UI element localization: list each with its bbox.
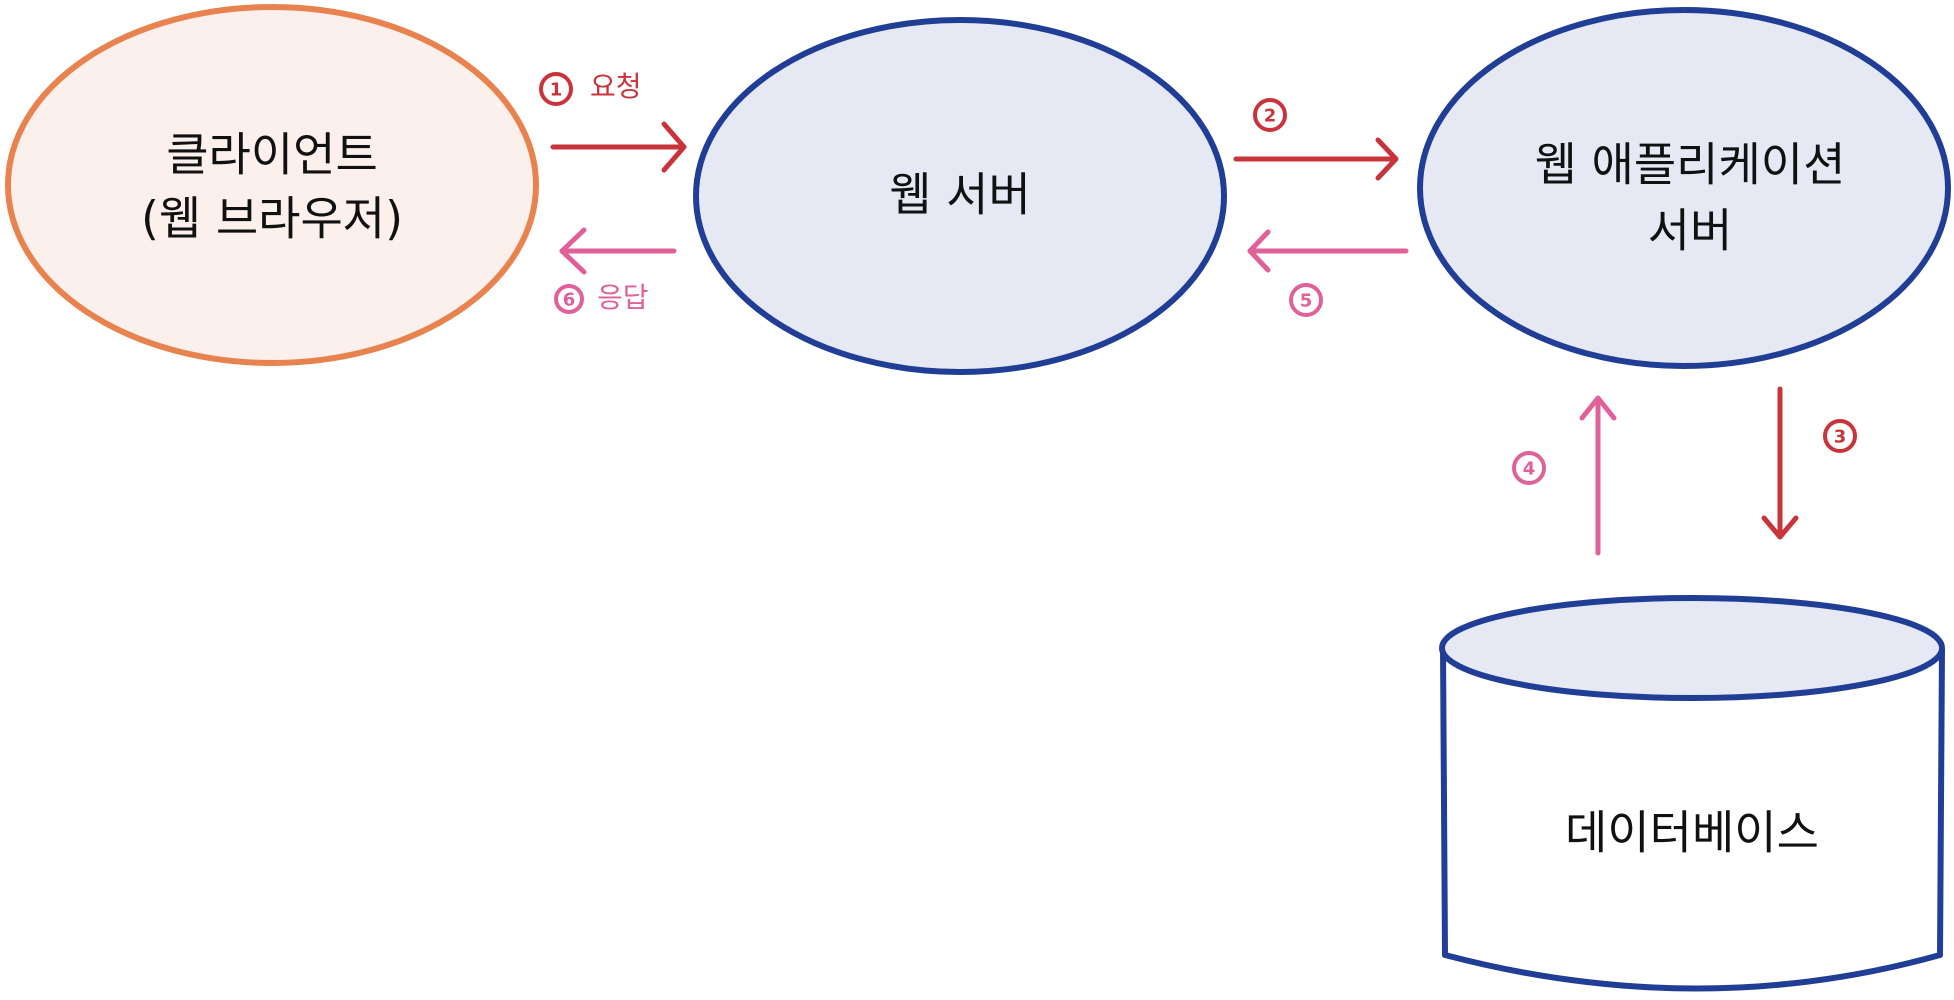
- was-ellipse: [1417, 7, 1951, 369]
- database-title: 데이터베이스: [1565, 806, 1819, 860]
- step-6-circle: [554, 284, 584, 314]
- step-6-number: 6: [563, 290, 576, 311]
- step-5-number: 5: [1300, 291, 1313, 312]
- step-2-request-arrow: [1233, 137, 1399, 181]
- client-subtitle: (웹 브라우저): [141, 192, 403, 246]
- client-node: 클라이언트 (웹 브라우저): [5, 4, 539, 366]
- client-ellipse: [5, 4, 539, 366]
- database-body: [1440, 647, 1945, 992]
- was-subtitle: 서버: [1648, 204, 1733, 258]
- database-node: 데이터베이스: [1439, 595, 1945, 992]
- step-4-marker: 4: [1512, 451, 1546, 485]
- step-6-label: 응답: [597, 281, 649, 314]
- step-1-label: 요청: [590, 70, 642, 103]
- was-node: 웹 애플리케이션 서버: [1417, 7, 1951, 369]
- step-4-circle: [1512, 451, 1546, 485]
- step-1-circle: [539, 72, 573, 106]
- step-5-marker: 5: [1289, 283, 1323, 317]
- step-6-response-arrow: [559, 227, 677, 275]
- step-5-response-arrow: [1247, 229, 1409, 273]
- web-server-title: 웹 서버: [889, 168, 1031, 222]
- step-4-response-arrow: [1579, 395, 1617, 556]
- step-4-number: 4: [1523, 459, 1536, 480]
- step-6-marker: 6 응답: [554, 281, 649, 314]
- client-title: 클라이언트: [166, 128, 378, 182]
- step-3-circle: [1823, 419, 1857, 453]
- step-2-circle: [1253, 98, 1287, 132]
- step-3-marker: 3: [1823, 419, 1857, 453]
- step-2-number: 2: [1264, 106, 1277, 127]
- step-3-request-arrow: [1761, 386, 1799, 540]
- web-server-ellipse: [693, 17, 1227, 375]
- step-1-marker: 1 요청: [539, 70, 642, 106]
- step-5-circle: [1289, 283, 1323, 317]
- step-1-number: 1: [550, 80, 563, 101]
- database-top: [1439, 595, 1945, 701]
- step-3-number: 3: [1834, 427, 1847, 448]
- step-1-request-arrow: [550, 121, 687, 173]
- web-server-node: 웹 서버: [693, 17, 1227, 375]
- step-2-marker: 2: [1253, 98, 1287, 132]
- was-title: 웹 애플리케이션: [1535, 138, 1846, 192]
